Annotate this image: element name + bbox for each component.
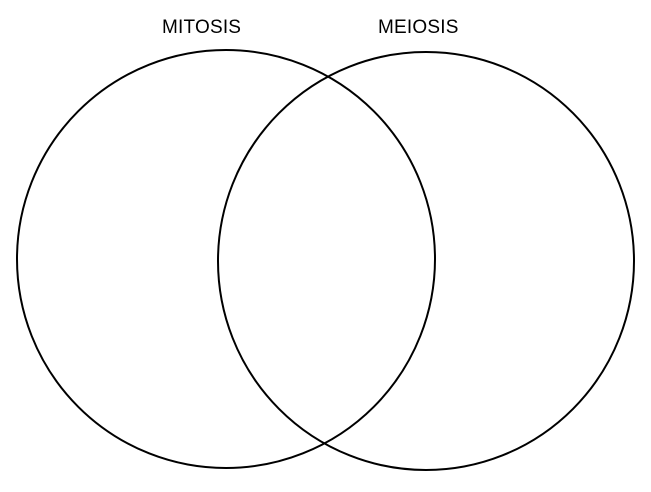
meiosis-circle	[217, 51, 635, 471]
meiosis-label: MEIOSIS	[378, 17, 459, 38]
mitosis-circle	[16, 49, 436, 469]
mitosis-label: MITOSIS	[162, 17, 242, 38]
